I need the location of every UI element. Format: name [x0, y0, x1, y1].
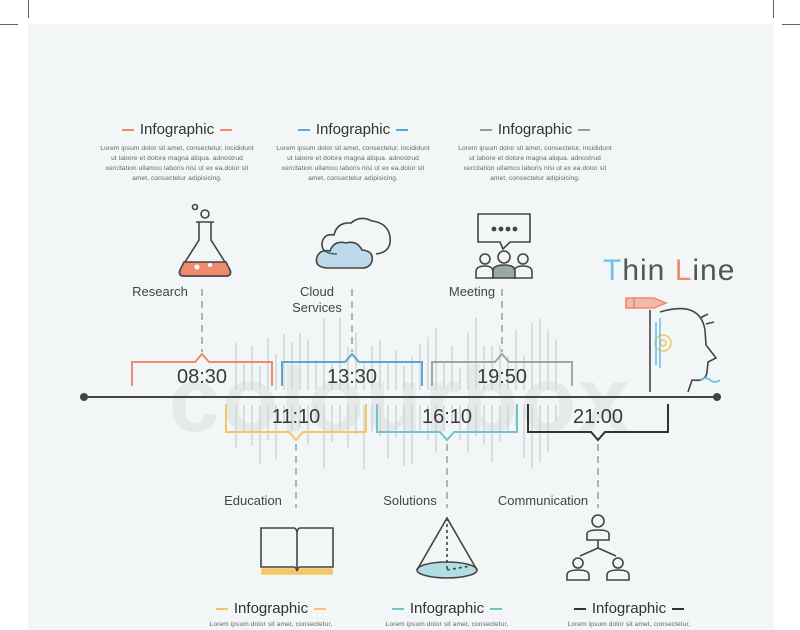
info-title-text: Infographic: [139, 121, 215, 138]
step-label-solutions: Solutions: [383, 493, 437, 508]
title-dash: [672, 607, 685, 610]
crop-mark: [0, 24, 18, 25]
info-block: Infographic Lorem ipsum dolor sit amet, …: [191, 600, 351, 630]
time-frame-top: [131, 352, 273, 386]
step-label-research: Research: [132, 284, 188, 299]
info-block: Infographic Lorem ipsum dolor sit amet, …: [367, 600, 527, 630]
title-dash: [490, 607, 503, 610]
info-block: Infographic Lorem ipsum dolor sit amet, …: [273, 121, 433, 184]
title-initial-l: L: [674, 254, 693, 287]
info-text: Lorem ipsum dolor sit amet, consectetur,…: [276, 145, 430, 182]
crop-mark: [782, 24, 800, 25]
info-title: Infographic: [273, 121, 433, 138]
title-dash: [573, 607, 586, 610]
step-label-cloud-services: Cloud Services: [292, 284, 342, 315]
info-title: Infographic: [549, 600, 709, 617]
time-frame-bottom: [527, 404, 669, 442]
time-frame-bottom: [376, 404, 518, 442]
time-frame-top: [281, 352, 423, 386]
network-icon: [566, 514, 630, 581]
title-dash: [220, 128, 233, 131]
title-dash: [479, 128, 492, 131]
info-title-text: Infographic: [591, 600, 667, 617]
time-frame-top: [431, 352, 573, 386]
info-title: Infographic: [367, 600, 527, 617]
flask-icon: [178, 203, 232, 277]
info-text: Lorem ipsum dolor sit amet, consectetur,…: [100, 145, 254, 182]
info-block: Infographic Lorem ipsum dolor sit amet, …: [549, 600, 709, 630]
info-title-text: Infographic: [315, 121, 391, 138]
cloud-icon: [315, 217, 392, 269]
info-block: Infographic Lorem ipsum dolor sit amet, …: [455, 121, 615, 184]
info-title: Infographic: [97, 121, 257, 138]
title-part1: hin: [622, 254, 675, 287]
cone-icon: [416, 516, 478, 579]
time-frame-bottom: [225, 404, 367, 442]
step-label-meeting: Meeting: [448, 284, 496, 299]
title-dash: [215, 607, 228, 610]
info-title-text: Infographic: [497, 121, 573, 138]
title-part2: ine: [692, 254, 736, 287]
info-title: Infographic: [455, 121, 615, 138]
title-dash: [121, 128, 134, 131]
crop-mark: [773, 0, 774, 18]
meeting-icon: [475, 213, 533, 279]
info-block: Infographic Lorem ipsum dolor sit amet, …: [97, 121, 257, 184]
time-13-30: 13:30: [326, 366, 378, 388]
thinking-head-icon: [625, 297, 721, 393]
info-text: Lorem ipsum dolor sit amet, consectetur,: [567, 621, 691, 628]
title-dash: [578, 128, 591, 131]
book-icon: [260, 527, 334, 575]
info-title-text: Infographic: [233, 600, 309, 617]
title-initial-t: T: [603, 254, 623, 287]
info-text: Lorem ipsum dolor sit amet, consectetur,: [209, 621, 333, 628]
info-text: Lorem ipsum dolor sit amet, consectetur,: [385, 621, 509, 628]
step-label-education: Education: [224, 493, 282, 508]
info-title-text: Infographic: [409, 600, 485, 617]
title-dash: [297, 128, 310, 131]
info-text: Lorem ipsum dolor sit amet, consectetur,…: [458, 145, 612, 182]
axis-start-dot: [80, 393, 88, 401]
time-19-50: 19:50: [476, 366, 528, 388]
step-label-communication: Communication: [497, 493, 589, 508]
thin-line-title: Thin Line: [603, 254, 735, 288]
title-dash: [314, 607, 327, 610]
time-11-10: 11:10: [271, 406, 321, 428]
title-dash: [391, 607, 404, 610]
title-dash: [396, 128, 409, 131]
decorative-bars: [235, 317, 557, 470]
axis-end-dot: [713, 393, 721, 401]
crop-mark: [28, 0, 29, 18]
time-16-10: 16:10: [421, 406, 473, 428]
time-08-30: 08:30: [176, 366, 228, 388]
time-21-00: 21:00: [572, 406, 624, 428]
info-title: Infographic: [191, 600, 351, 617]
